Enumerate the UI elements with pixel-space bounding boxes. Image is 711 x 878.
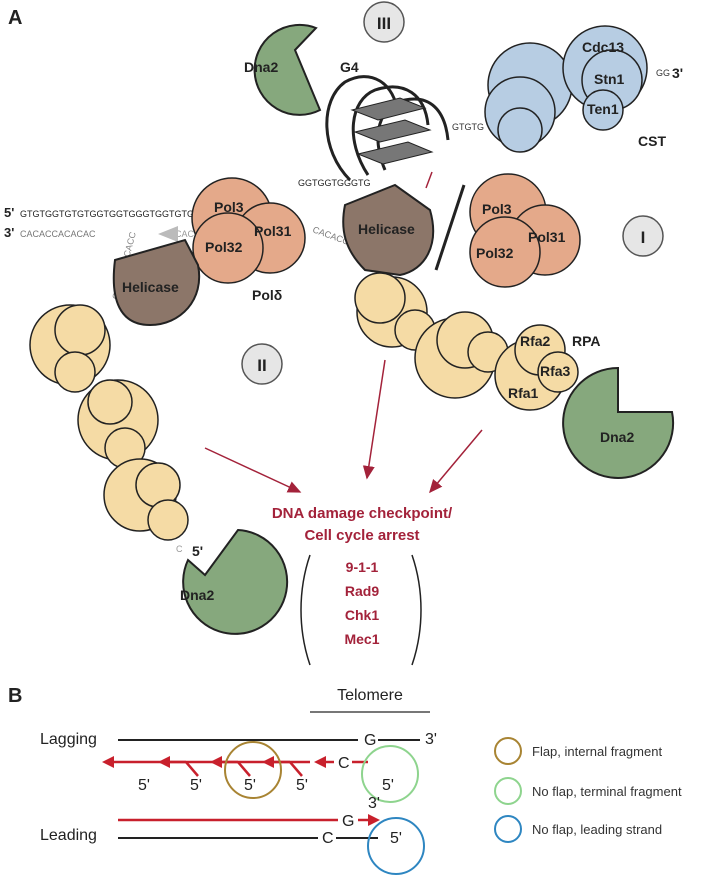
factor-item: Chk1 bbox=[345, 607, 379, 623]
legend-item-no-flap-leading: No flap, leading strand bbox=[494, 815, 662, 843]
svg-text:Pol31: Pol31 bbox=[254, 223, 292, 239]
checkpoint-block: DNA damage checkpoint/ Cell cycle arrest… bbox=[272, 505, 453, 666]
svg-text:3': 3' bbox=[672, 65, 683, 81]
svg-text:C: C bbox=[176, 544, 183, 554]
svg-text:Pol31: Pol31 bbox=[528, 229, 566, 245]
svg-text:5': 5' bbox=[138, 777, 150, 794]
svg-text:II: II bbox=[257, 356, 266, 375]
svg-text:GTGTG: GTGTG bbox=[452, 122, 484, 132]
svg-text:I: I bbox=[641, 228, 646, 247]
factor-item: Mec1 bbox=[344, 631, 379, 647]
pol-delta-right: Pol3 Pol31 Pol32 bbox=[469, 173, 581, 288]
legend: Flap, internal fragment No flap, termina… bbox=[494, 737, 682, 843]
svg-text:Helicase: Helicase bbox=[358, 221, 415, 237]
svg-text:Rfa1: Rfa1 bbox=[508, 385, 539, 401]
rpa-chain-left: C 5' bbox=[29, 304, 203, 559]
stage-badge-2: II bbox=[241, 343, 283, 385]
helicase-left: Helicase bbox=[112, 238, 201, 327]
svg-text:5': 5' bbox=[296, 777, 308, 794]
stage-badge-1: I bbox=[622, 215, 664, 257]
factor-item: Rad9 bbox=[345, 583, 379, 599]
svg-text:No flap, leading strand: No flap, leading strand bbox=[532, 822, 662, 837]
svg-text:GGTGGTGGGTG: GGTGGTGGGTG bbox=[298, 178, 371, 188]
svg-text:G: G bbox=[364, 732, 376, 749]
telomere-bar: Telomere bbox=[310, 687, 430, 713]
svg-text:Pol32: Pol32 bbox=[476, 245, 514, 261]
svg-text:Polδ: Polδ bbox=[252, 287, 282, 303]
svg-text:Lagging: Lagging bbox=[40, 731, 97, 748]
svg-text:Pol3: Pol3 bbox=[214, 199, 244, 215]
checkpoint-arrows bbox=[204, 359, 483, 494]
svg-text:3': 3' bbox=[4, 225, 14, 240]
leading-strand: G 3' Leading C 5' bbox=[40, 795, 425, 875]
svg-text:GG: GG bbox=[656, 68, 670, 78]
factor-item: 9-1-1 bbox=[346, 559, 379, 575]
svg-text:Dna2: Dna2 bbox=[180, 587, 214, 603]
rpa-chain-right: Rfa2 Rfa3 Rfa1 RPA A 5' bbox=[354, 272, 603, 411]
svg-text:Rfa2: Rfa2 bbox=[520, 333, 551, 349]
legend-item-flap-internal: Flap, internal fragment bbox=[494, 737, 662, 765]
helicase-center: Helicase bbox=[342, 171, 466, 277]
svg-text:G: G bbox=[342, 813, 354, 830]
stage-badge-3: III bbox=[363, 1, 405, 43]
svg-text:Leading: Leading bbox=[40, 827, 97, 844]
svg-text:Stn1: Stn1 bbox=[594, 71, 625, 87]
dna2-bottom: Dna2 bbox=[180, 528, 289, 635]
svg-text:5': 5' bbox=[192, 543, 203, 559]
svg-text:Dna2: Dna2 bbox=[244, 59, 278, 75]
svg-text:5': 5' bbox=[4, 205, 14, 220]
legend-item-no-flap-terminal: No flap, terminal fragment bbox=[494, 777, 682, 805]
svg-text:Ten1: Ten1 bbox=[587, 101, 619, 117]
svg-text:C: C bbox=[338, 755, 350, 772]
lagging-strand: Lagging G 3' C 5' 5' 5' 5' 5' bbox=[40, 731, 437, 803]
checkpoint-title-1: DNA damage checkpoint/ bbox=[272, 505, 453, 522]
checkpoint-title-2: Cell cycle arrest bbox=[304, 527, 419, 544]
svg-text:No flap, terminal fragment: No flap, terminal fragment bbox=[532, 784, 682, 799]
g4-quadruplex: G4 GTGTG bbox=[325, 59, 484, 182]
svg-text:C: C bbox=[322, 830, 334, 847]
svg-text:Pol32: Pol32 bbox=[205, 239, 243, 255]
svg-text:Telomere: Telomere bbox=[337, 687, 403, 704]
svg-text:Pol3: Pol3 bbox=[482, 201, 512, 217]
panel-b-letter: B bbox=[8, 685, 22, 707]
svg-text:RPA: RPA bbox=[572, 333, 601, 349]
svg-text:3': 3' bbox=[425, 731, 437, 748]
svg-text:Dna2: Dna2 bbox=[600, 429, 634, 445]
svg-text:III: III bbox=[377, 14, 391, 33]
svg-text:3': 3' bbox=[368, 795, 380, 812]
svg-text:CACACCACACAC: CACACCACACAC bbox=[20, 229, 96, 239]
svg-text:Rfa3: Rfa3 bbox=[540, 363, 571, 379]
svg-text:Flap, internal fragment: Flap, internal fragment bbox=[532, 744, 662, 759]
svg-text:GTGTGGTGTGTGGTGGTGGGTGGTGTGG: GTGTGGTGTGTGGTGGTGGGTGGTGTGG bbox=[20, 209, 201, 219]
svg-text:5': 5' bbox=[244, 777, 256, 794]
pol-delta-left: Pol3 Pol31 Pol32 Polδ bbox=[191, 177, 306, 303]
svg-text:G4: G4 bbox=[340, 59, 359, 75]
svg-text:CST: CST bbox=[638, 133, 666, 149]
dna2-right: Dna2 bbox=[562, 366, 675, 479]
svg-text:Helicase: Helicase bbox=[122, 279, 179, 295]
svg-text:5': 5' bbox=[390, 830, 402, 847]
svg-text:5': 5' bbox=[382, 777, 394, 794]
cst-complex: Cdc13 Stn1 Ten1 CST GG 3' bbox=[484, 25, 683, 153]
svg-text:Cdc13: Cdc13 bbox=[582, 39, 624, 55]
dna2-top: Dna2 bbox=[244, 23, 322, 116]
svg-text:CACC: CACC bbox=[175, 229, 201, 239]
svg-text:5': 5' bbox=[190, 777, 202, 794]
panel-a-letter: A bbox=[8, 7, 22, 29]
